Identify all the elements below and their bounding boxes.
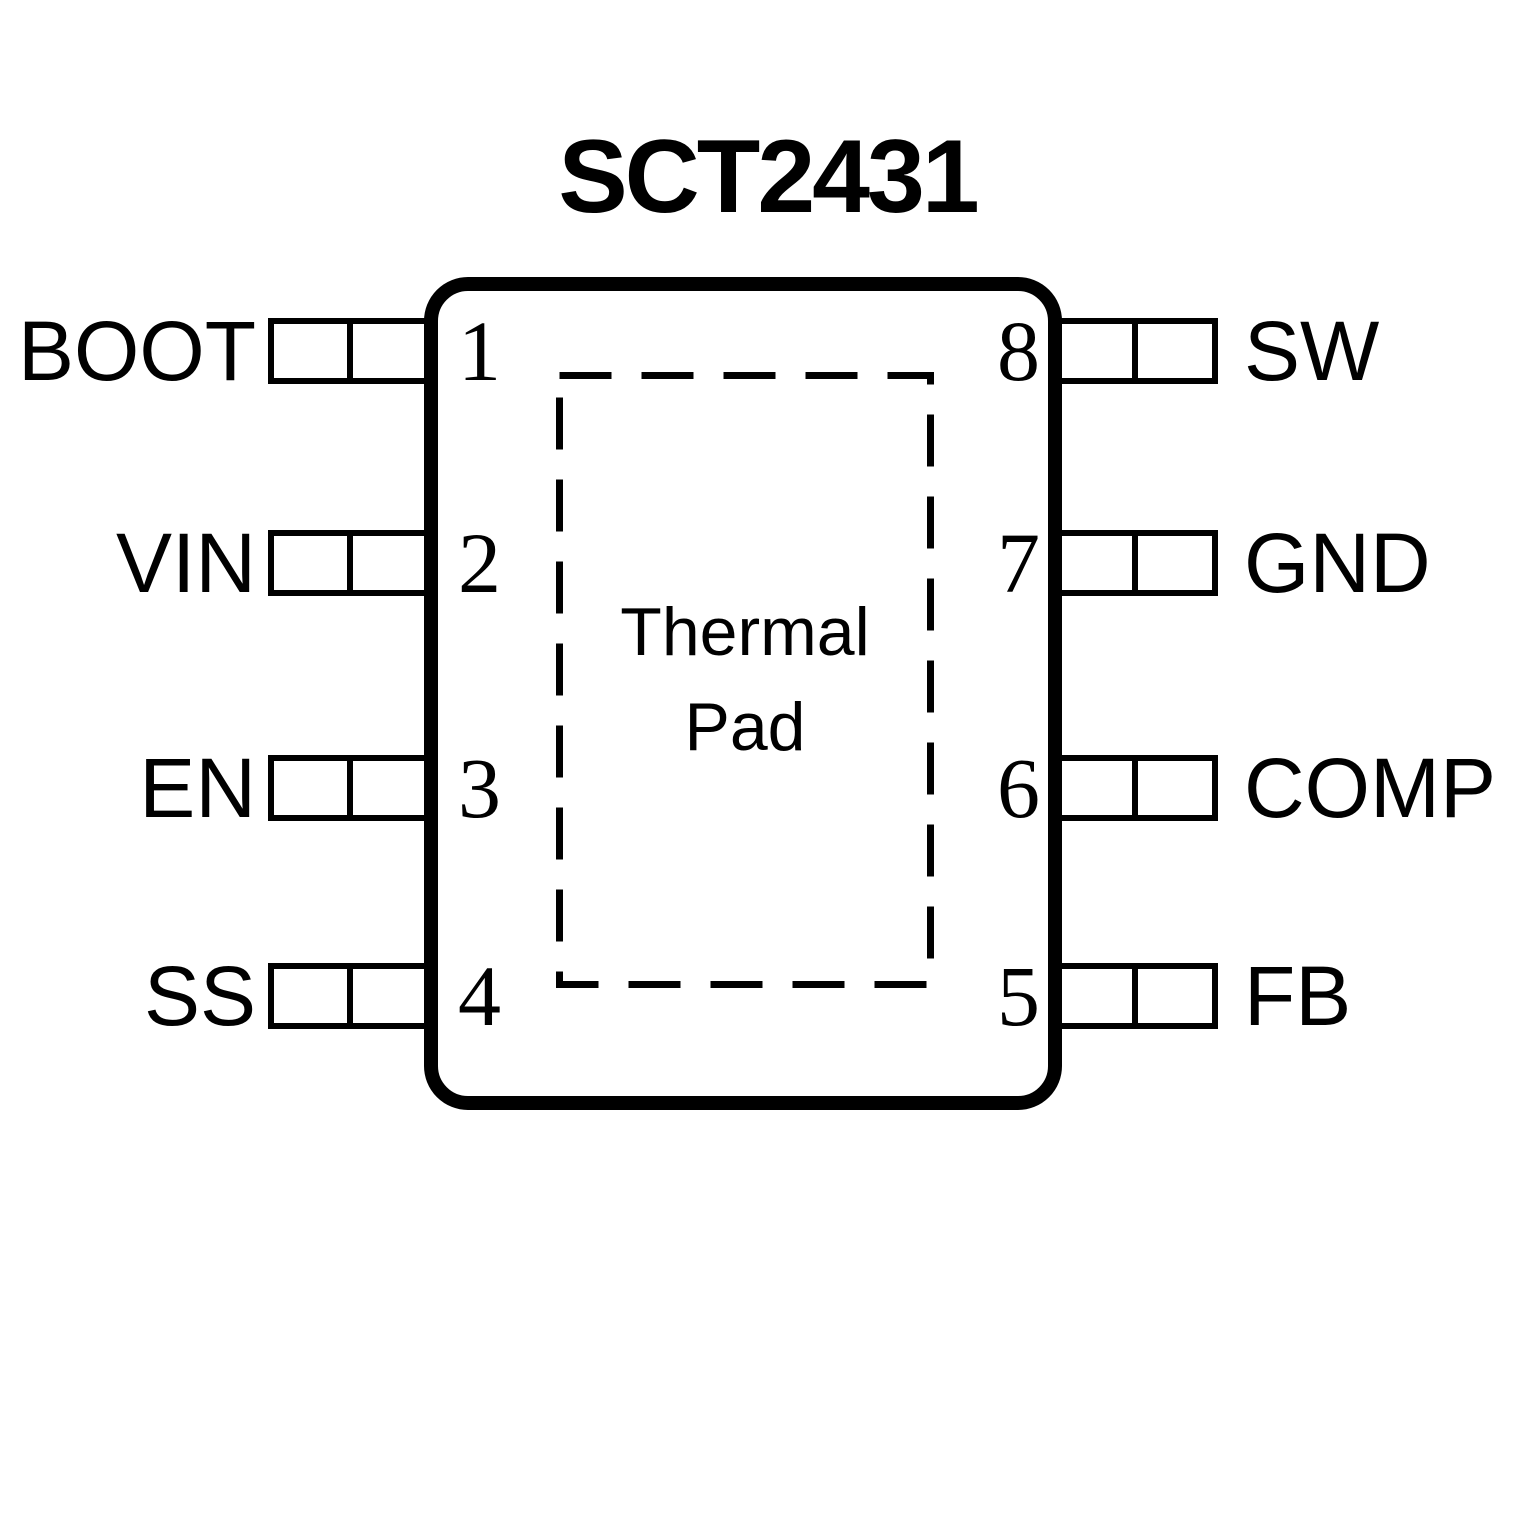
- thermal-pad-label-line2: Pad: [684, 689, 806, 765]
- pin-pad-8: [1052, 318, 1218, 384]
- pin-pad-5-inner-cell: [1058, 969, 1138, 1023]
- pin-pad-2-inner-cell: [353, 536, 426, 590]
- pin-pad-5-outer-cell: [1138, 969, 1212, 1023]
- pin-pad-1-outer-cell: [274, 324, 353, 378]
- pin-pad-5: [1052, 963, 1218, 1029]
- pin-number-4: 4: [458, 948, 501, 1044]
- pin-pad-3: [268, 755, 432, 821]
- pin-pad-8-inner-cell: [1058, 324, 1138, 378]
- pin-pad-7: [1052, 530, 1218, 596]
- pin-label-boot: BOOT: [17, 303, 256, 398]
- pin-number-7: 7: [997, 515, 1040, 611]
- pin-number-1: 1: [458, 303, 501, 399]
- pin-label-vin: VIN: [115, 515, 256, 610]
- pin-pad-4-outer-cell: [274, 969, 353, 1023]
- pin-pad-6: [1052, 755, 1218, 821]
- pin-pad-7-outer-cell: [1138, 536, 1212, 590]
- pin-pad-3-inner-cell: [353, 761, 426, 815]
- pin-number-3: 3: [458, 740, 501, 836]
- pin-pad-2-outer-cell: [274, 536, 353, 590]
- pin-label-comp: COMP: [1244, 740, 1496, 835]
- pin-pad-7-inner-cell: [1058, 536, 1138, 590]
- chip-title: SCT2431: [558, 119, 979, 235]
- pin-pad-4: [268, 963, 432, 1029]
- pin-number-8: 8: [997, 303, 1040, 399]
- pin-pad-8-outer-cell: [1138, 324, 1212, 378]
- thermal-pad-label-line1: Thermal: [620, 593, 870, 670]
- chip-body: [424, 277, 1062, 1110]
- pin-pad-6-outer-cell: [1138, 761, 1212, 815]
- pin-label-ss: SS: [143, 948, 256, 1043]
- pin-pad-3-outer-cell: [274, 761, 353, 815]
- pin-number-6: 6: [997, 740, 1040, 836]
- thermal-pad-outline: [556, 372, 934, 988]
- pin-pad-4-inner-cell: [353, 969, 426, 1023]
- pin-label-en: EN: [139, 740, 256, 835]
- pin-label-fb: FB: [1244, 948, 1352, 1043]
- pin-number-5: 5: [997, 948, 1040, 1044]
- pin-number-2: 2: [458, 515, 501, 611]
- pin-pad-6-inner-cell: [1058, 761, 1138, 815]
- pin-label-gnd: GND: [1244, 515, 1431, 610]
- pin-pad-1: [268, 318, 432, 384]
- thermal-pad-label: Thermal Pad: [556, 372, 934, 988]
- pin-label-sw: SW: [1244, 303, 1380, 398]
- pin-pad-1-inner-cell: [353, 324, 426, 378]
- pin-pad-2: [268, 530, 432, 596]
